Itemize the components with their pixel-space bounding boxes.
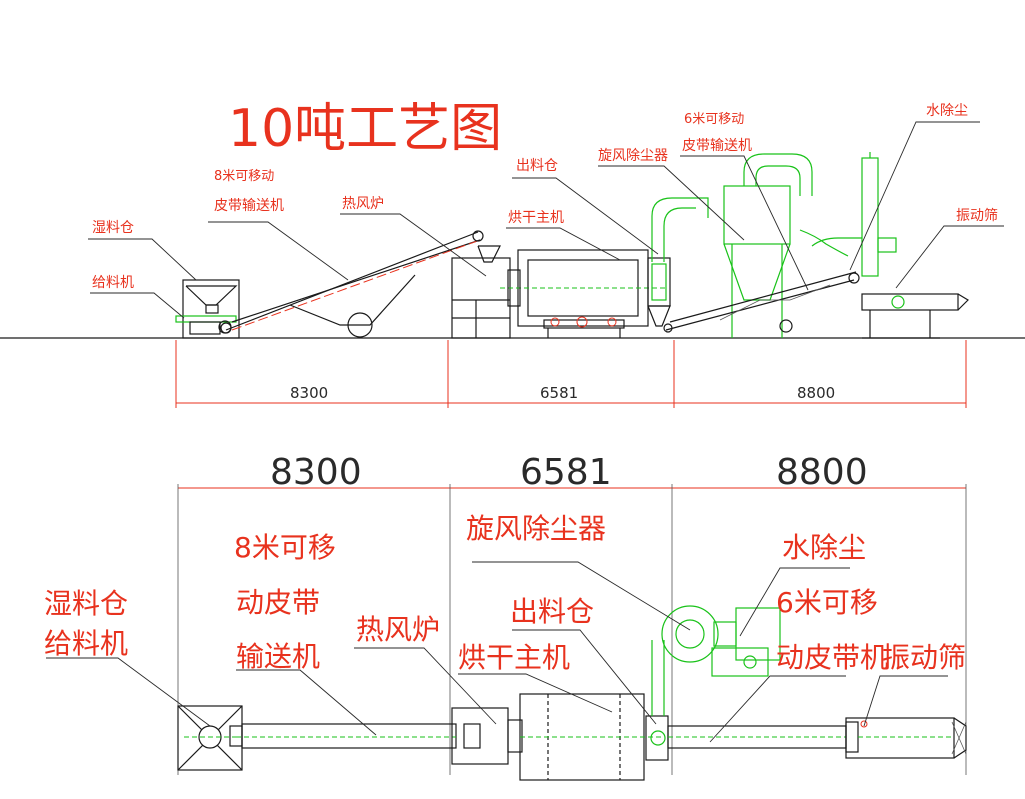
belt-8m-elevation: [220, 230, 484, 338]
leader-cyclone: [598, 165, 745, 241]
plan-label-hot-furnace: 热风炉: [356, 613, 440, 646]
plan-label-belt-6m-l2: 动皮带机: [776, 641, 888, 674]
plan-dimensions: 8300 6581 8800: [177, 452, 967, 775]
diagram-title: 10吨工艺图: [228, 99, 502, 159]
wet-bin-plan: [177, 705, 243, 771]
hot-furnace-elevation: [451, 245, 511, 339]
dim-elev-2: 6581: [540, 384, 578, 402]
leader-wet-bin: [88, 238, 197, 281]
plan-label-belt-8m-l1: 8米可移: [234, 531, 336, 564]
plan-label-vibrating-screen: 振动筛: [882, 641, 966, 674]
plan-leader-vibrating-screen: [863, 675, 948, 727]
plan-label-water-dust: 水除尘: [782, 531, 866, 564]
elevation-view: 湿料仓 给料机 8米可移动 皮带输送机 热风炉 烘干主机 出料仓 旋风除尘器 6…: [0, 103, 1025, 408]
label-feeder: 给料机: [92, 275, 134, 291]
dim-elev-1: 8300: [290, 384, 328, 402]
leader-hot-furnace: [340, 213, 487, 277]
plan-leader-dryer: [458, 673, 613, 713]
dim-elev-3: 8800: [797, 384, 835, 402]
plan-leader-hot-furnace: [354, 647, 497, 725]
label-vibrating-screen: 振动筛: [956, 208, 998, 224]
label-discharge-bin: 出料仓: [516, 158, 558, 174]
plan-label-dryer-main: 烘干主机: [458, 641, 570, 674]
plan-label-belt-6m-l1: 6米可移: [776, 586, 878, 619]
cyclone-elevation: [651, 153, 862, 338]
plan-leader-cyclone: [472, 561, 691, 631]
label-dryer-main: 烘干主机: [508, 210, 564, 226]
leader-discharge-bin: [512, 177, 659, 255]
belt-8m-plan: [229, 723, 457, 749]
dryer-main-elevation: [500, 249, 666, 338]
leader-belt-8m: [208, 221, 349, 281]
plan-label-discharge-bin: 出料仓: [510, 595, 594, 628]
label-hot-furnace: 热风炉: [342, 196, 384, 212]
plan-label-feeder: 给料机: [44, 627, 128, 660]
belt-6m-elevation: [663, 271, 860, 333]
vibrating-screen-plan: [845, 717, 967, 759]
label-cyclone: 旋风除尘器: [598, 148, 668, 164]
plan-label-cyclone: 旋风除尘器: [466, 512, 606, 545]
discharge-bin-elevation: [647, 257, 671, 327]
plan-leader-wet-bin: [46, 657, 211, 727]
leader-dryer: [506, 227, 621, 261]
wet-bin-elevation: [175, 279, 240, 339]
elevation-dimensions: 8300 6581 8800: [175, 340, 967, 408]
plan-label-belt-8m-l2: 动皮带: [236, 586, 320, 619]
vibrating-screen-elevation: [861, 293, 969, 339]
plan-leader-belt-8m: [236, 669, 377, 736]
label-wet-bin: 湿料仓: [92, 220, 134, 236]
plan-leader-belt-6m: [709, 675, 846, 743]
label-water-dust: 水除尘: [926, 103, 968, 119]
dim-plan-3: 8800: [776, 452, 868, 493]
dim-plan-1: 8300: [270, 452, 362, 493]
dim-plan-2: 6581: [520, 452, 612, 493]
belt-6m-plan: [667, 725, 847, 749]
plan-leader-water-dust: [739, 567, 850, 637]
leader-water-dust: [849, 121, 980, 271]
label-belt-8m-l1: 8米可移动: [214, 169, 274, 184]
plan-label-wet-bin: 湿料仓: [44, 587, 128, 620]
plan-leader-discharge-bin: [512, 629, 657, 725]
label-belt-6m-l2: 皮带输送机: [682, 138, 752, 154]
leader-feeder: [90, 292, 185, 319]
label-belt-8m-l2: 皮带输送机: [214, 198, 284, 214]
hot-furnace-plan: [451, 707, 523, 765]
cyclone-plan: [645, 605, 781, 761]
plan-label-belt-8m-l3: 输送机: [236, 640, 320, 673]
dryer-main-plan: [519, 693, 664, 781]
leader-vibrating-screen: [895, 225, 1004, 289]
leader-belt-6m: [680, 155, 809, 291]
label-belt-6m-l1: 6米可移动: [684, 112, 744, 127]
water-dust-elevation: [861, 152, 897, 277]
plan-view: 8300 6581 8800: [44, 452, 967, 781]
